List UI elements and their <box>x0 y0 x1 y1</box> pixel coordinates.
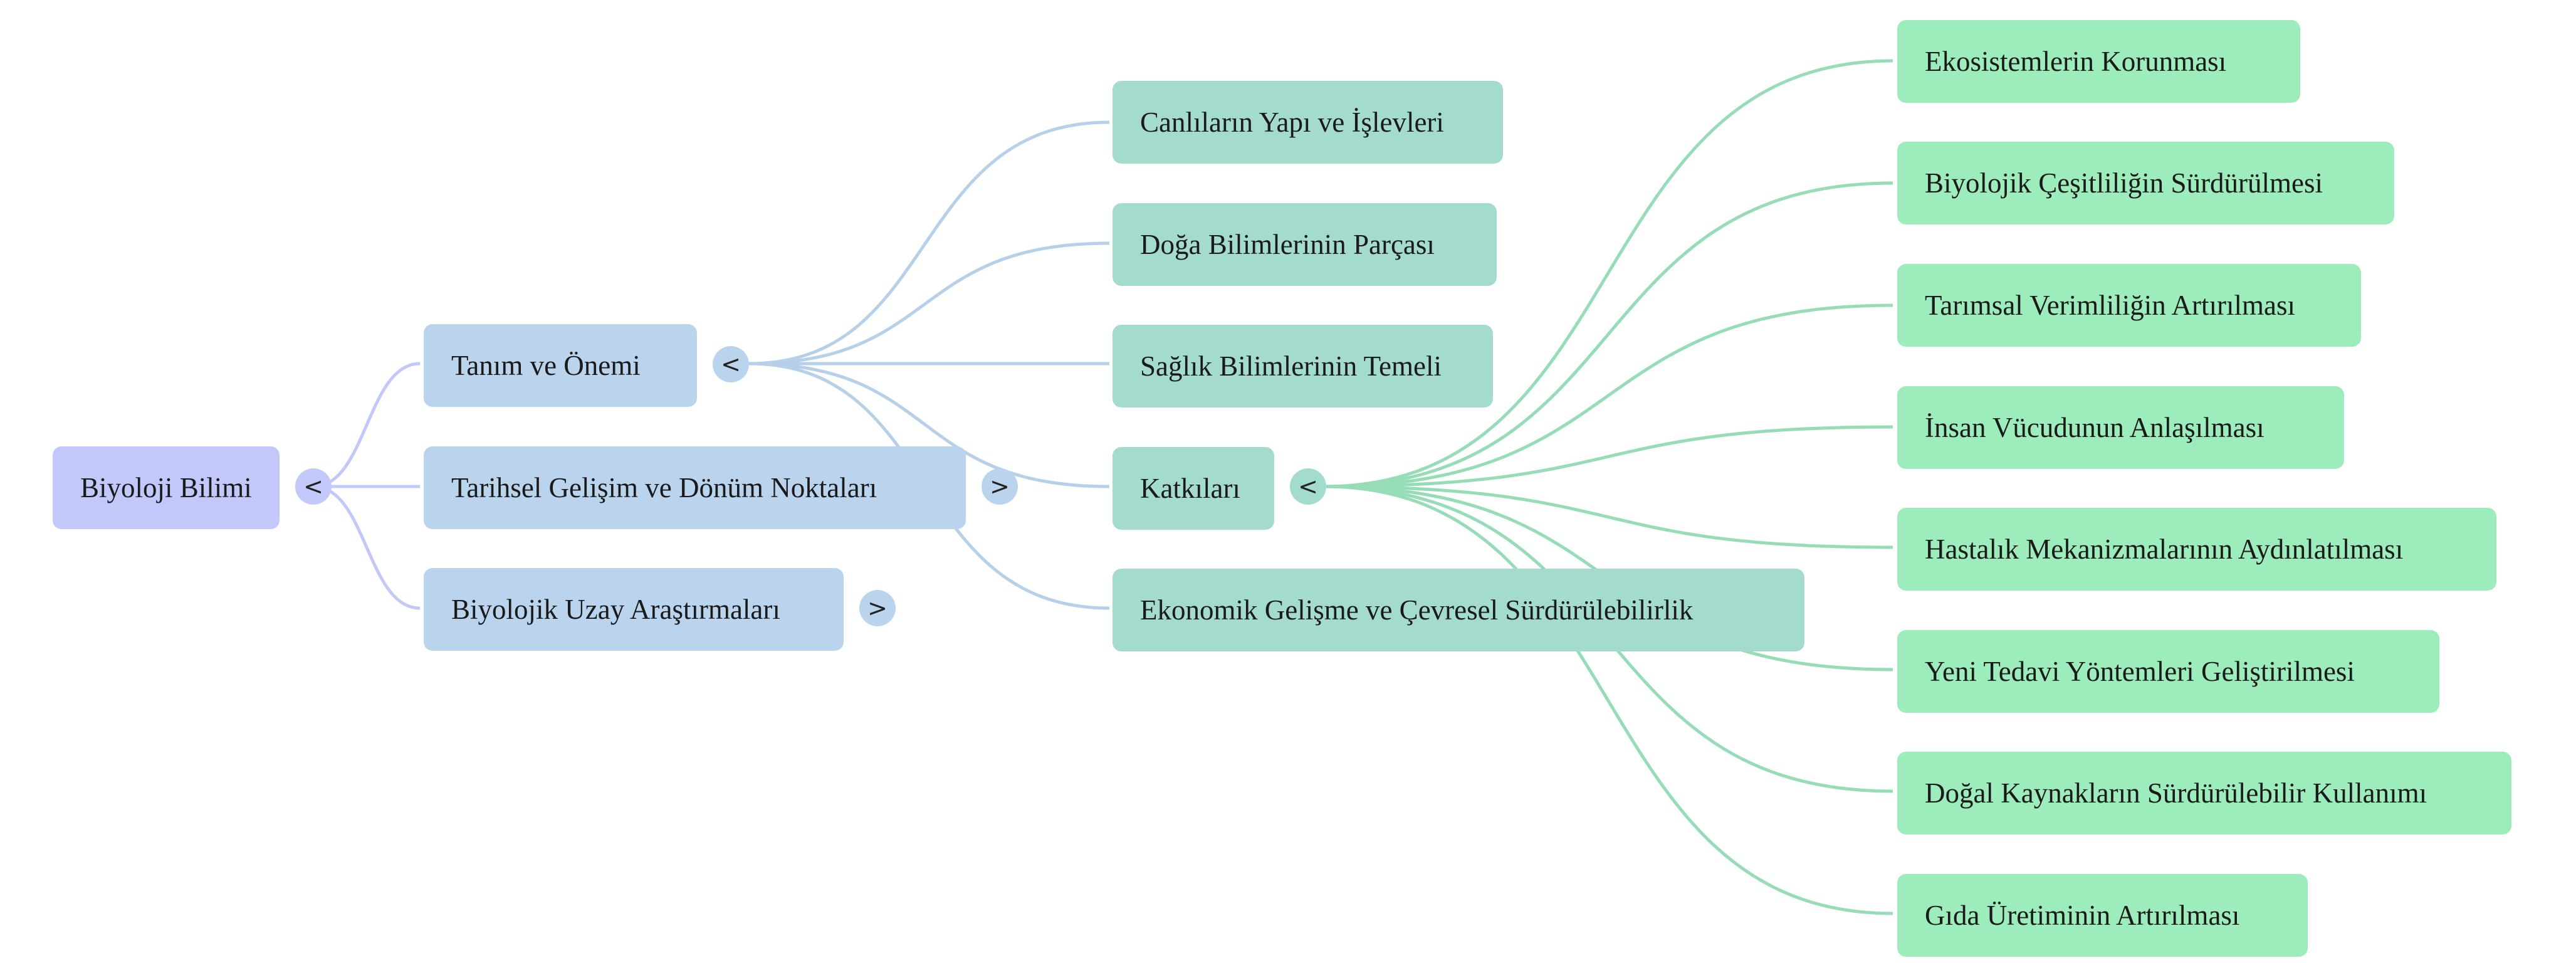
edge-con-4 <box>1323 425 1893 488</box>
definition-child-contributions[interactable]: Katkıları <box>1113 447 1274 530</box>
contribution-human-body[interactable]: İnsan Vücudunun Anlaşılması <box>1897 386 2344 469</box>
contribution-label: Biyolojik Çeşitliliğin Sürdürülmesi <box>1925 167 2323 199</box>
definition-child-label: Doğa Bilimlerinin Parçası <box>1140 229 1435 260</box>
edge-def-contributions <box>748 362 1110 488</box>
edge-con-2 <box>1323 181 1893 488</box>
edge-con-5 <box>1323 485 1893 549</box>
contribution-new-treatments[interactable]: Yeni Tedavi Yöntemleri Geliştirilmesi <box>1897 630 2439 713</box>
branch-definition-toggle[interactable]: < <box>713 346 749 382</box>
branch-space-toggle[interactable]: > <box>859 590 896 626</box>
edge-con-3 <box>1323 303 1893 488</box>
branch-history-toggle[interactable]: > <box>982 468 1018 505</box>
contribution-agriculture[interactable]: Tarımsal Verimliliğin Artırılması <box>1897 264 2361 347</box>
contribution-label: Yeni Tedavi Yöntemleri Geliştirilmesi <box>1925 656 2355 687</box>
definition-child-label: Sağlık Bilimlerinin Temeli <box>1140 350 1442 382</box>
contribution-label: İnsan Vücudunun Anlaşılması <box>1925 412 2264 443</box>
branch-history-node[interactable]: Tarihsel Gelişim ve Dönüm Noktaları <box>424 446 966 529</box>
contribution-label: Doğal Kaynakların Sürdürülebilir Kullanı… <box>1925 777 2427 809</box>
contribution-natural-resources[interactable]: Doğal Kaynakların Sürdürülebilir Kullanı… <box>1897 752 2511 834</box>
definition-child-health-sciences[interactable]: Sağlık Bilimlerinin Temeli <box>1113 325 1493 408</box>
branch-space-label: Biyolojik Uzay Araştırmaları <box>451 594 780 625</box>
branch-definition-label: Tanım ve Önemi <box>451 350 641 381</box>
edge-con-1 <box>1323 59 1893 488</box>
edge-def-natural <box>748 241 1110 366</box>
contribution-label: Tarımsal Verimliliğin Artırılması <box>1925 290 2295 321</box>
contribution-label: Ekosistemlerin Korunması <box>1925 46 2227 77</box>
branch-definition-node[interactable]: Tanım ve Önemi <box>424 324 697 407</box>
contribution-food-production[interactable]: Gıda Üretiminin Artırılması <box>1897 874 2308 957</box>
definition-child-label: Canlıların Yapı ve İşlevleri <box>1140 107 1444 138</box>
contributions-collapse-toggle[interactable]: < <box>1290 468 1326 505</box>
edge-root-definition <box>313 362 421 488</box>
root-label: Biyoloji Bilimi <box>80 472 252 503</box>
definition-child-label: Ekonomik Gelişme ve Çevresel Sürdürülebi… <box>1140 594 1694 626</box>
contribution-disease-mechanisms[interactable]: Hastalık Mekanizmalarının Aydınlatılması <box>1897 508 2496 591</box>
contribution-label: Gıda Üretiminin Artırılması <box>1925 900 2240 931</box>
branch-history-label: Tarihsel Gelişim ve Dönüm Noktaları <box>451 472 877 503</box>
contribution-ecosystems[interactable]: Ekosistemlerin Korunması <box>1897 20 2300 103</box>
contribution-biodiversity[interactable]: Biyolojik Çeşitliliğin Sürdürülmesi <box>1897 142 2394 224</box>
root-node[interactable]: Biyoloji Bilimi <box>53 446 280 529</box>
definition-child-economic[interactable]: Ekonomik Gelişme ve Çevresel Sürdürülebi… <box>1113 569 1804 651</box>
definition-child-natural-sciences[interactable]: Doğa Bilimlerinin Parçası <box>1113 203 1497 286</box>
definition-child-structure[interactable]: Canlıların Yapı ve İşlevleri <box>1113 81 1503 164</box>
root-collapse-toggle[interactable]: < <box>295 468 332 505</box>
edge-def-structure <box>748 120 1110 366</box>
edge-root-space <box>313 485 421 610</box>
branch-space-node[interactable]: Biyolojik Uzay Araştırmaları <box>424 568 844 651</box>
definition-child-label: Katkıları <box>1140 473 1240 504</box>
edge-con-8 <box>1323 485 1893 915</box>
contribution-label: Hastalık Mekanizmalarının Aydınlatılması <box>1925 534 2404 565</box>
